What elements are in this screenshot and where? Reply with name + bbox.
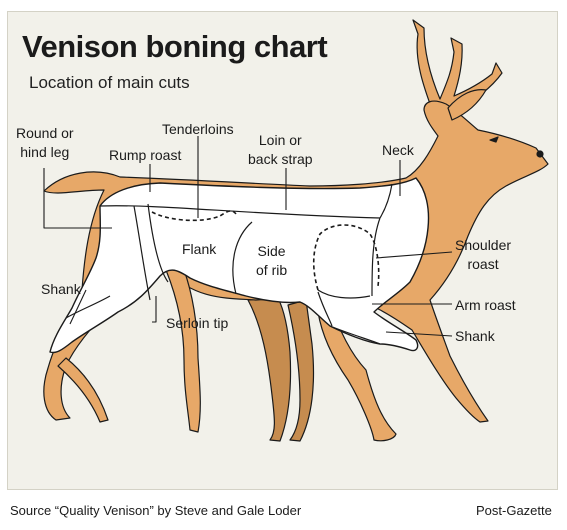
label-shank-right: Shank [455,328,495,344]
deer-nose [536,150,544,158]
shoulder-bottom-line [317,289,371,299]
arm-line [317,291,333,327]
near-fore-leg [317,299,397,442]
far-hind-leg [247,297,292,442]
antlers [412,19,503,113]
label-shank-left: Shank [41,281,81,297]
chart-subtitle: Location of main cuts [29,73,190,92]
loin-lower-line [379,183,393,219]
credit: Post-Gazette [476,503,552,518]
rib-back-line [232,221,253,295]
chart-title: Venison boning chart [22,29,328,64]
near-hind-leg [165,269,201,433]
leader-shank-right [385,331,453,337]
deer-eye [489,136,499,143]
leader-sirloin [152,296,157,323]
label-sirloin-tip: Serloin tip [166,315,229,331]
far-fore-leg [287,299,315,442]
hind-hock [57,357,109,423]
label-rump: Rump roast [109,147,182,163]
tenderloin-dashed [151,210,237,222]
rump-line [147,203,169,283]
hind-shank-line [65,295,111,319]
leader-round [43,168,112,229]
shoulder-dashed [312,224,380,291]
cut-region [49,177,430,354]
label-tenderloins: Tenderloins [162,121,234,137]
label-arm-roast: Arm roast [455,297,516,313]
label-flank: Flank [182,241,217,257]
label-neck: Neck [382,142,414,158]
loin-upper-line [99,205,381,219]
shank-line [329,325,381,345]
source-note: Source “Quality Venison” by Steve and Ga… [10,503,302,518]
rib-front-line [371,217,381,297]
round-line [133,205,151,301]
leader-shoulder [375,251,453,259]
deer-ear [447,89,487,121]
leader-shank-left [69,289,87,325]
